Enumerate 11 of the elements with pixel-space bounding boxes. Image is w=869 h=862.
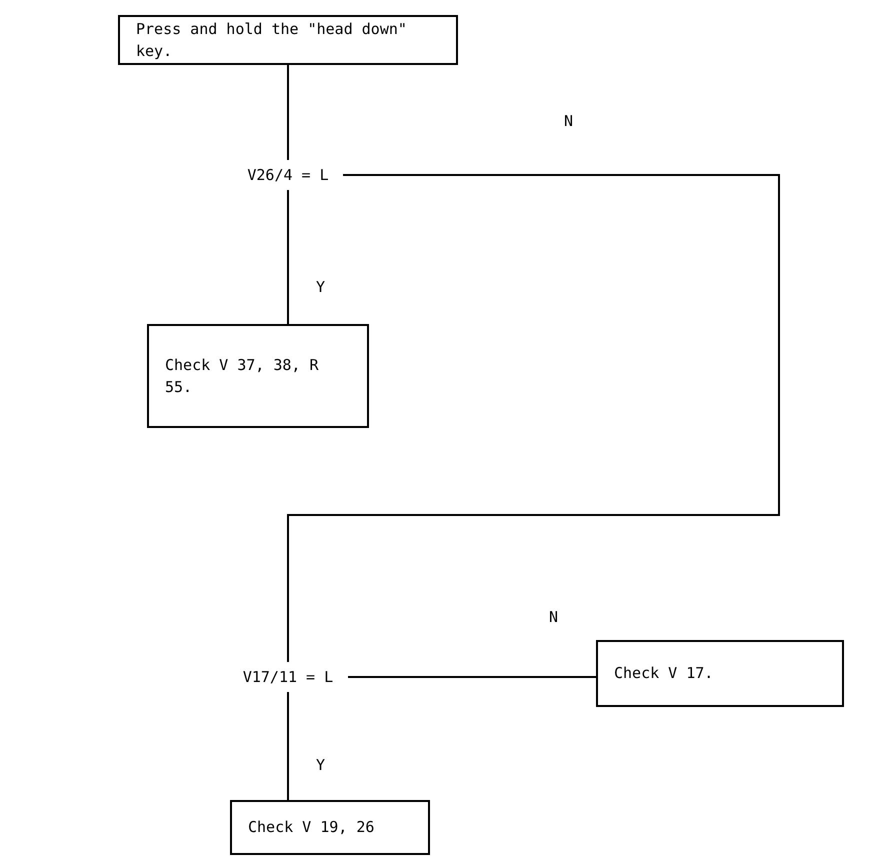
process-box: Press and hold the "head down" key. <box>118 15 458 65</box>
condition-text: V26/4 = L <box>233 160 343 190</box>
connector-line <box>287 190 289 324</box>
connector-line <box>287 174 780 662</box>
connector-line <box>287 692 289 800</box>
process-box: Check V 17. <box>596 640 844 707</box>
process-box: Check V 37, 38, R 55. <box>147 324 369 428</box>
connector-line <box>348 676 596 678</box>
connector-line <box>287 65 289 160</box>
condition-text: V17/11 = L <box>228 662 348 692</box>
process-box: Check V 19, 26 <box>230 800 430 855</box>
